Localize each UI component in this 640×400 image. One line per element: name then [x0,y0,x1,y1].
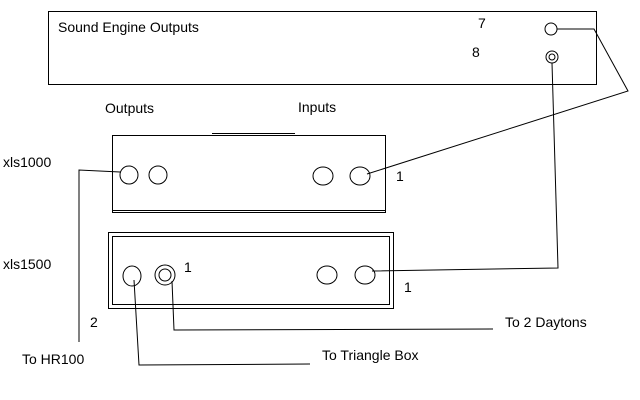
amp-xls1000-input-jack-b [349,166,371,186]
sound-engine-jack-7 [544,22,558,36]
amp-xls1500-body-inner [112,236,390,305]
amp-xls1500-name: xls1500 [3,256,51,272]
destination-daytons: To 2 Daytons [505,314,587,330]
amp-xls1500-output-channel: 1 [184,259,192,275]
amp-xls1500-output-jack-a [122,265,142,287]
sound-engine-box [48,11,597,85]
amp-xls1500-body-outer [108,232,394,309]
amp-xls1500-hr100-channel: 2 [90,314,98,330]
wire-xls1500-to-triangle-box [133,279,311,366]
amp-xls1000-name: xls1000 [3,154,51,170]
amp-xls1500-input-jack-a [316,265,338,285]
destination-hr100: To HR100 [22,351,84,367]
amp-xls1500-input-channel: 1 [404,279,412,295]
amp-xls1000-input-channel: 1 [396,168,404,184]
wire-xls1000-output-to-hr100 [78,169,121,342]
amp-xls1500-input-jack-b [354,265,376,285]
amp-xls1000 [112,133,386,213]
wire-port8-to-xls1500-input [371,62,559,272]
amp-xls1000-input-jack-a [312,166,334,186]
amp-xls1000-output-jack-a [119,165,139,185]
wire-port7-to-xls1000-input [366,28,629,175]
amp-xls1500 [108,232,394,309]
port-7-label: 7 [478,15,486,31]
port-8-label: 8 [472,44,480,60]
outputs-header: Outputs [105,100,154,116]
amp-xls1500-output-jack-b-inner [158,268,172,282]
inputs-header: Inputs [298,99,336,115]
sound-engine-jack-8-inner [548,53,556,61]
amp-xls1000-body [112,135,386,213]
destination-triangle-box: To Triangle Box [322,347,419,363]
amp-xls1000-output-jack-b [148,165,168,185]
sound-engine-title: Sound Engine Outputs [58,19,199,35]
wire-xls1500-to-daytons [171,280,494,331]
